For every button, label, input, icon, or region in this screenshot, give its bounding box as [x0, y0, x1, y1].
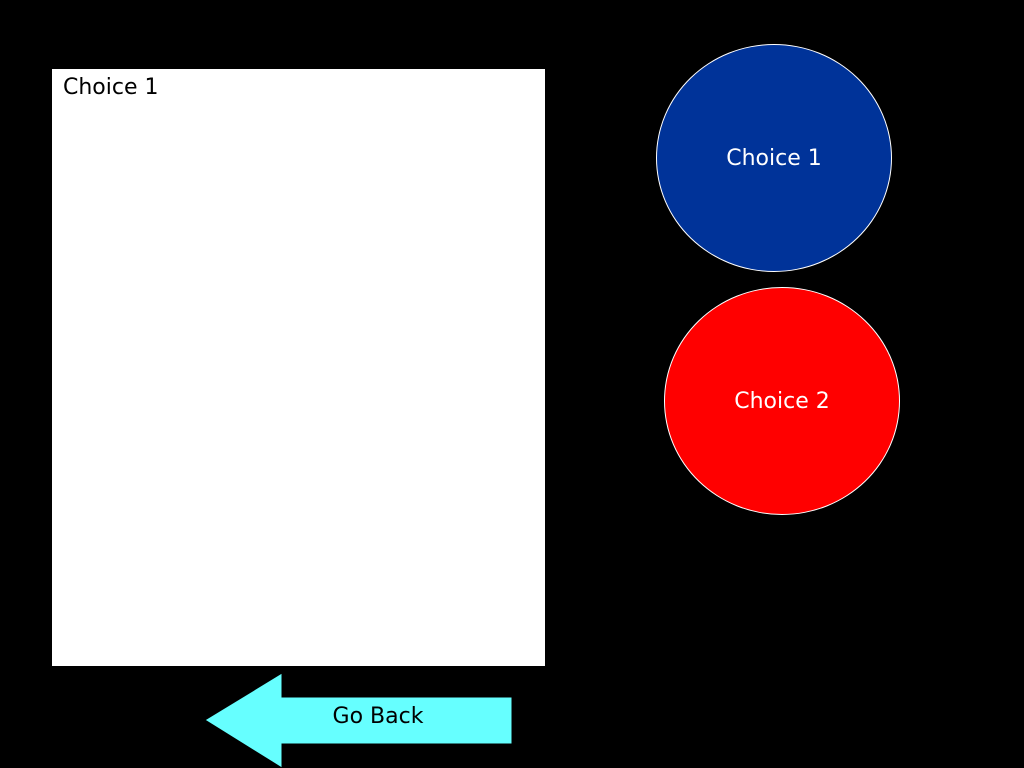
go-back-label: Go Back [332, 704, 424, 729]
left-arrow-icon [205, 673, 513, 768]
go-back-button[interactable]: Go Back [205, 673, 514, 768]
choice-1-button[interactable]: Choice 1 [656, 44, 892, 272]
choice-1-label: Choice 1 [726, 145, 822, 171]
content-panel: Choice 1 [52, 69, 545, 666]
choice-2-label: Choice 2 [734, 388, 830, 414]
panel-title: Choice 1 [63, 75, 159, 100]
choice-2-button[interactable]: Choice 2 [664, 287, 900, 515]
